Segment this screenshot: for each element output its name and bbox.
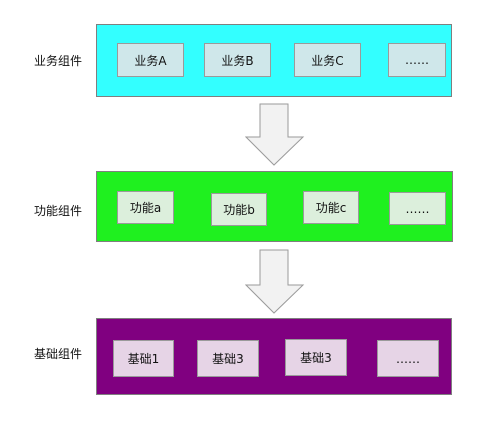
layer-band-business: 业务A 业务B 业务C ……: [96, 24, 452, 97]
business-box-b: 业务B: [204, 43, 271, 77]
base-box-1: 基础1: [113, 340, 174, 377]
business-box-a: 业务A: [117, 43, 184, 77]
layer-label-function: 功能组件: [34, 204, 83, 218]
layer-band-base: 基础1 基础3 基础3 ……: [96, 318, 452, 395]
base-box-3: 基础3: [285, 339, 347, 376]
business-box-c: 业务C: [294, 43, 361, 77]
function-box-b: 功能b: [211, 193, 267, 226]
base-box-2: 基础3: [197, 340, 259, 377]
down-arrow-icon: [245, 103, 305, 166]
business-box-more: ……: [388, 43, 446, 77]
layer-label-business: 业务组件: [34, 54, 83, 68]
function-box-a: 功能a: [117, 191, 174, 224]
layer-band-function: 功能a 功能b 功能c ……: [96, 171, 453, 242]
down-arrow-icon: [245, 249, 305, 314]
base-box-more: ……: [377, 340, 439, 377]
function-box-c: 功能c: [303, 191, 359, 224]
layer-label-base: 基础组件: [34, 347, 83, 361]
function-box-more: ……: [389, 192, 446, 225]
